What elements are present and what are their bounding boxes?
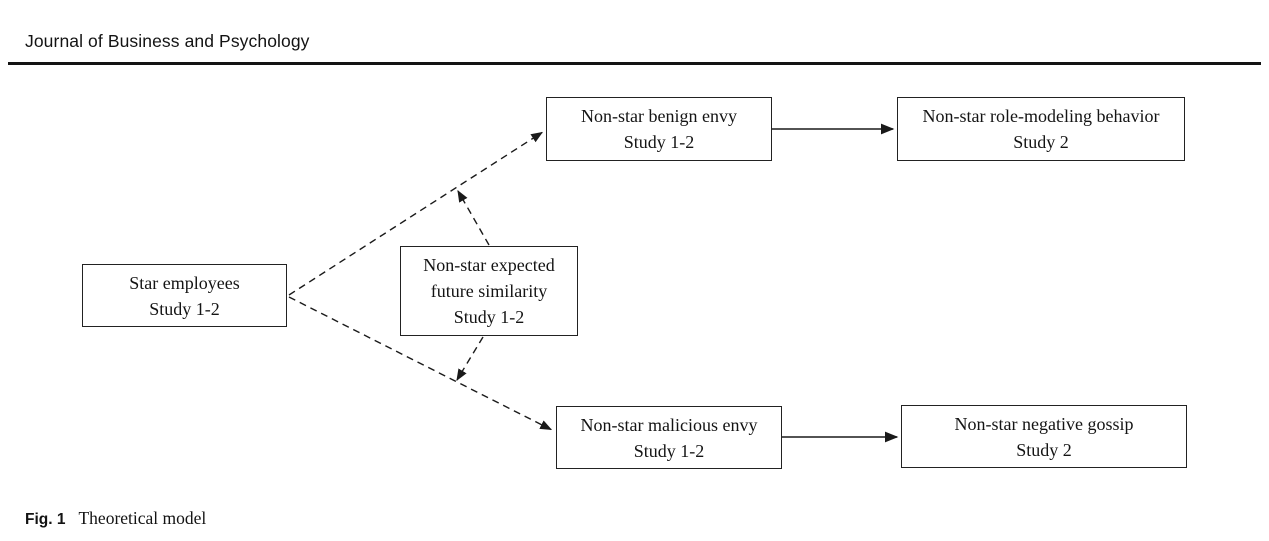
node-label: Non-star role-modeling behavior <box>922 106 1160 126</box>
node-label: future similarity <box>430 281 548 301</box>
node-study-label: Study 1-2 <box>453 307 525 327</box>
journal-title: Journal of Business and Psychology <box>25 31 310 51</box>
node-label: Non-star expected <box>423 255 555 275</box>
edge-star-to-benign-envy <box>288 131 544 296</box>
figure-caption-title: Theoretical model <box>78 508 207 528</box>
node-label: Non-star negative gossip <box>954 413 1134 434</box>
node-star-employees: Star employees Study 1-2 <box>82 264 287 327</box>
edge-moderation-upper <box>457 189 490 246</box>
node-expected-future-similarity: Non-star expected future similarity Stud… <box>400 246 578 336</box>
node-study-label: Study 1-2 <box>633 440 705 461</box>
node-study-label: Study 2 <box>1016 439 1072 460</box>
header-rule <box>8 62 1261 65</box>
figure-caption: Fig. 1 Theoretical model <box>25 508 206 529</box>
node-label: Star employees <box>129 272 240 293</box>
figure-caption-label: Fig. 1 <box>25 511 66 528</box>
edge-star-to-malicious-envy <box>288 296 553 431</box>
node-benign-envy: Non-star benign envy Study 1-2 <box>546 97 772 161</box>
node-label: Non-star benign envy <box>581 106 737 126</box>
node-study-label: Study 2 <box>1013 132 1069 152</box>
node-role-modeling-behavior: Non-star role-modeling behavior Study 2 <box>897 97 1185 161</box>
edge-moderation-lower <box>456 336 484 382</box>
node-malicious-envy: Non-star malicious envy Study 1-2 <box>556 406 782 469</box>
node-label: Non-star malicious envy <box>580 414 758 435</box>
node-study-label: Study 1-2 <box>623 132 695 152</box>
node-study-label: Study 1-2 <box>149 298 220 319</box>
node-negative-gossip: Non-star negative gossip Study 2 <box>901 405 1187 468</box>
